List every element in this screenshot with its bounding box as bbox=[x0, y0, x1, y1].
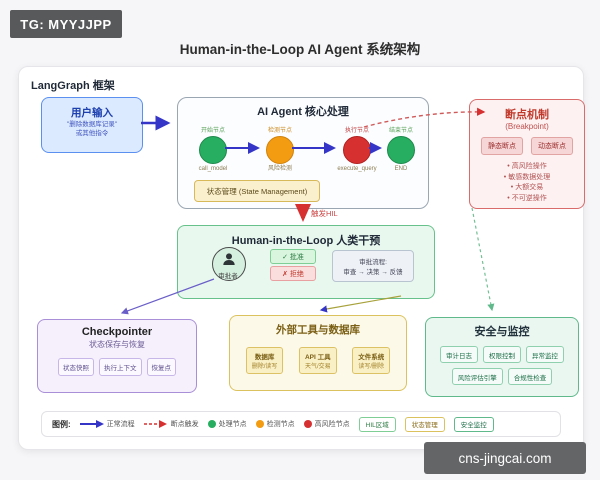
normal-flow-arrow-icon bbox=[79, 420, 104, 428]
approval-flow-box: 审批流程: 审查 → 决策 → 反馈 bbox=[332, 250, 414, 282]
legend-breakpoint-trigger-label: 断点触发 bbox=[170, 421, 199, 428]
approval-flow-steps: 审查 → 决策 → 反馈 bbox=[343, 269, 403, 276]
legend-process-node-label: 处理节点 bbox=[218, 421, 247, 428]
process-node-dot-icon bbox=[207, 420, 216, 428]
user-input-line2: 或其他指令 bbox=[75, 130, 109, 137]
breakpoint-subtitle: (Breakpoint) bbox=[505, 122, 549, 131]
filesystem-tool-desc: 读写/删除 bbox=[358, 364, 385, 370]
permission-control-chip: 权限控制 bbox=[483, 346, 521, 363]
node-end: 结束节点 END bbox=[373, 127, 429, 173]
hil-box: Human-in-the-Loop 人类干预 审批者 ✓ 批准 ✗ 拒绝 审批流… bbox=[177, 225, 435, 299]
legend-risk-node-label: 高风险节点 bbox=[314, 421, 350, 428]
breakpoint-item: • 不可逆操作 bbox=[507, 194, 547, 202]
agent-core-title: AI Agent 核心处理 bbox=[257, 106, 349, 118]
legend-check-node-label: 检测节点 bbox=[266, 421, 295, 428]
risk-engine-chip: 风险评估引擎 bbox=[451, 368, 503, 385]
legend-badge-state: 状态管理 bbox=[404, 416, 445, 432]
breakpoint-item: • 大额交易 bbox=[510, 184, 544, 191]
legend-check-node: 检测节点 bbox=[255, 419, 295, 429]
external-tools-box: 外部工具与数据库 数据库 删除/读写 API 工具 天气/交易 文件系统 读写/… bbox=[229, 315, 407, 391]
legend-process-node: 处理节点 bbox=[207, 419, 247, 429]
state-snapshot-chip: 状态快照 bbox=[58, 358, 94, 376]
legend-label: 图例: bbox=[52, 419, 71, 429]
legend-breakpoint-trigger: 断点触发 bbox=[143, 419, 199, 429]
node-risk-check: 检测节点 风险检测 bbox=[252, 127, 308, 173]
database-tool-name: 数据库 bbox=[254, 354, 275, 361]
legend-badge-hil: HIL区域 bbox=[358, 416, 396, 432]
approval-flow-title: 审批流程: bbox=[359, 259, 387, 266]
compliance-check-chip: 合规性检查 bbox=[507, 368, 553, 385]
breakpoint-item: • 高风险操作 bbox=[507, 163, 547, 170]
user-input-line1: "删除数据库记录" bbox=[66, 121, 118, 128]
legend-normal-flow-label: 正常流程 bbox=[106, 421, 135, 428]
static-breakpoint-chip: 静态断点 bbox=[481, 137, 523, 155]
check-node-icon bbox=[266, 136, 294, 164]
security-box: 安全与监控 审计日志 权限控制 异常监控 风险评估引擎 合规性检查 bbox=[425, 317, 579, 397]
tg-watermark-badge: TG: MYYJJPP bbox=[10, 10, 122, 38]
end-node-icon bbox=[387, 136, 415, 164]
agent-core-box: AI Agent 核心处理 开始节点 call_model 检测节点 风险检测 … bbox=[177, 97, 429, 209]
user-input-title: 用户输入 bbox=[71, 107, 113, 119]
framework-label: LangGraph 框架 bbox=[31, 80, 115, 92]
dynamic-breakpoint-chip: 动态断点 bbox=[531, 137, 573, 155]
filesystem-tool-chip: 文件系统 读写/删除 bbox=[352, 347, 391, 374]
node-call-model: 开始节点 call_model bbox=[185, 127, 241, 173]
api-tool-chip: API 工具 天气/交易 bbox=[298, 347, 337, 374]
api-tool-desc: 天气/交易 bbox=[304, 364, 331, 370]
database-tool-desc: 删除/读写 bbox=[251, 364, 278, 370]
trigger-hil-label: 触发HIL bbox=[311, 209, 338, 218]
breakpoint-trigger-arrow-icon bbox=[143, 420, 167, 428]
user-input-box: 用户输入 "删除数据库记录" 或其他指令 bbox=[41, 97, 143, 153]
node-end-label: END bbox=[394, 166, 408, 172]
filesystem-tool-name: 文件系统 bbox=[358, 354, 385, 361]
exec-context-chip: 执行上下文 bbox=[99, 358, 142, 376]
checkpointer-title: Checkpointer bbox=[81, 326, 153, 338]
legend-badge-security: 安全监控 bbox=[453, 416, 494, 432]
node-execute-query-type: 执行节点 bbox=[344, 128, 369, 134]
approver-avatar bbox=[212, 247, 246, 281]
anomaly-monitor-chip: 异常监控 bbox=[526, 346, 564, 363]
site-watermark: cns-jingcai.com bbox=[424, 442, 586, 474]
api-tool-name: API 工具 bbox=[304, 354, 331, 361]
langgraph-frame: LangGraph 框架 用户输入 "删除数据库记录" 或其他指令 AI Age… bbox=[18, 66, 585, 450]
database-tool-chip: 数据库 删除/读写 bbox=[245, 347, 284, 374]
legend-risk-node: 高风险节点 bbox=[303, 419, 350, 429]
node-call-model-label: call_model bbox=[198, 166, 228, 172]
breakpoint-title: 断点机制 bbox=[505, 109, 549, 121]
risk-node-icon bbox=[343, 136, 371, 164]
node-risk-check-type: 检测节点 bbox=[267, 128, 292, 134]
risk-node-dot-icon bbox=[303, 420, 312, 428]
hil-title: Human-in-the-Loop 人类干预 bbox=[231, 235, 381, 247]
check-node-dot-icon bbox=[255, 420, 264, 428]
state-management-box: 状态管理 (State Management) bbox=[194, 180, 320, 202]
legend-normal-flow: 正常流程 bbox=[79, 419, 135, 429]
node-execute-query: 执行节点 execute_query bbox=[329, 127, 385, 173]
node-call-model-type: 开始节点 bbox=[200, 128, 225, 134]
breakpoint-box: 断点机制 (Breakpoint) 静态断点 动态断点 • 高风险操作 • 敏感… bbox=[469, 99, 585, 209]
external-tools-title: 外部工具与数据库 bbox=[276, 324, 360, 336]
audit-log-chip: 审计日志 bbox=[440, 346, 478, 363]
checkpointer-subtitle: 状态保存与恢复 bbox=[89, 340, 145, 349]
security-title: 安全与监控 bbox=[474, 326, 530, 338]
reject-chip: ✗ 拒绝 bbox=[270, 266, 316, 281]
checkpointer-box: Checkpointer 状态保存与恢复 状态快照 执行上下文 恢复点 bbox=[37, 319, 197, 393]
approve-chip: ✓ 批准 bbox=[270, 249, 316, 264]
node-end-type: 结束节点 bbox=[388, 128, 413, 134]
process-node-icon bbox=[199, 136, 227, 164]
restore-point-chip: 恢复点 bbox=[146, 358, 176, 376]
approver-label: 审批者 bbox=[218, 273, 238, 280]
page-title: Human-in-the-Loop AI Agent 系统架构 bbox=[179, 42, 421, 57]
node-risk-check-label: 风险检测 bbox=[267, 166, 292, 172]
breakpoint-item: • 敏感数据处理 bbox=[503, 173, 551, 181]
legend-bar: 图例: 正常流程 断点触发 处理节点 检测 bbox=[41, 411, 561, 437]
person-icon bbox=[223, 253, 235, 265]
node-execute-query-label: execute_query bbox=[337, 166, 377, 172]
